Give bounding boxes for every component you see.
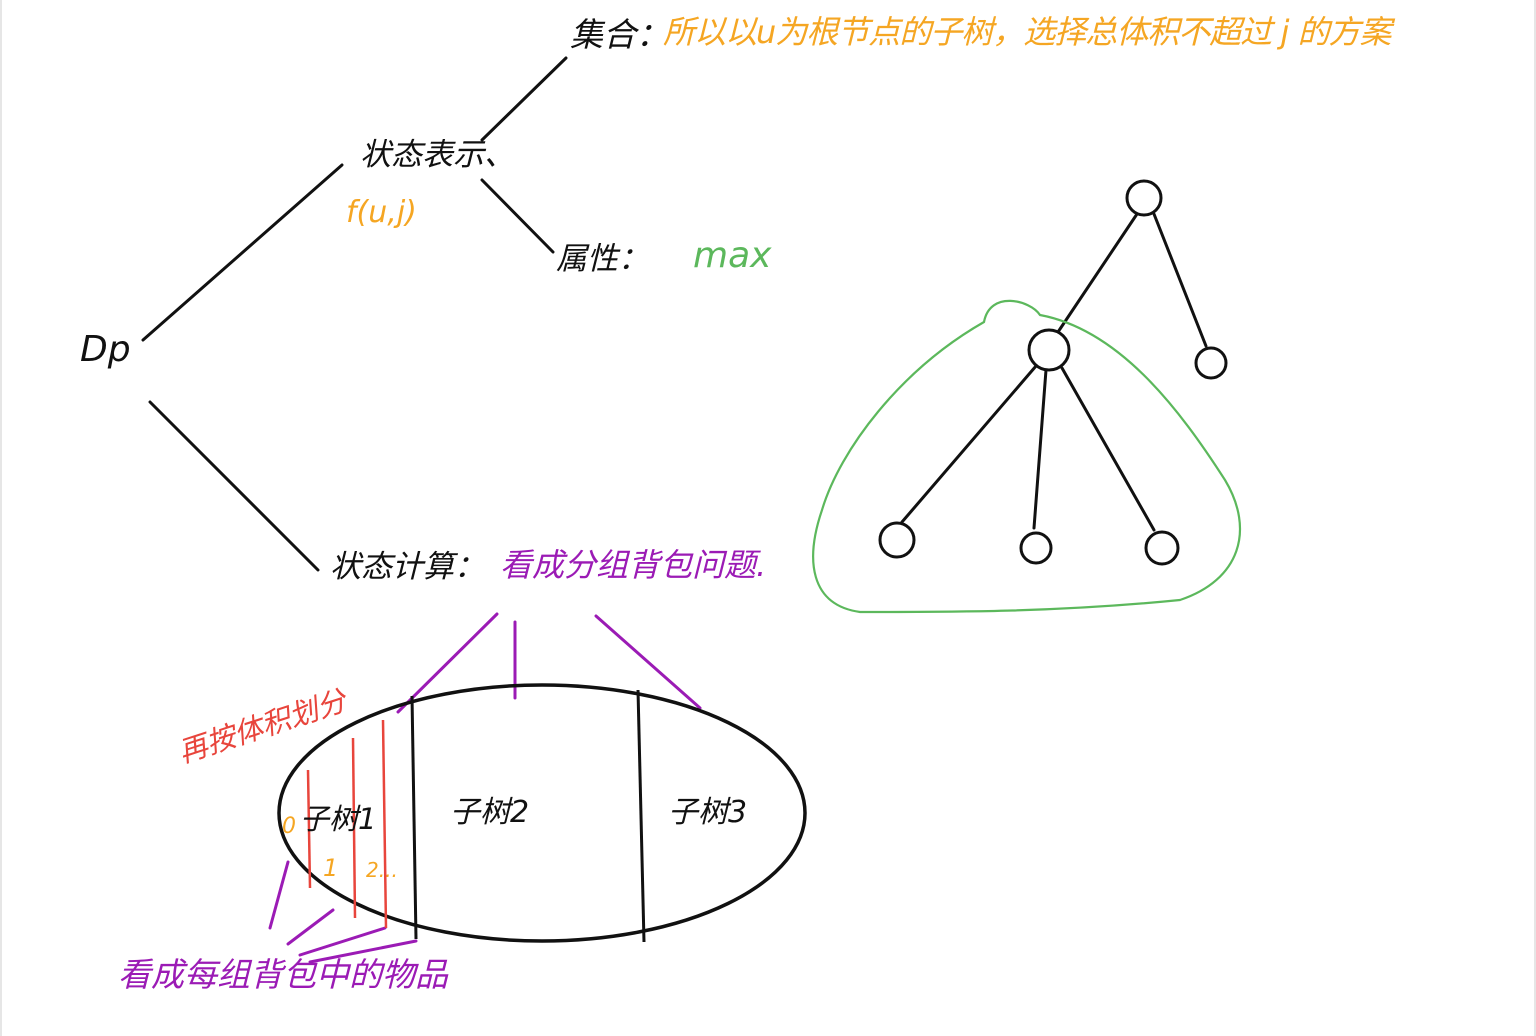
tree-edge-mid-left [900,364,1038,524]
group-ellipse [277,683,807,943]
tree-edge-mid-center [1032,368,1048,530]
state-calc-text: 看成分组背包问题. [500,546,767,584]
tree-edge-root-mid [1056,212,1139,334]
volume-line-2 [351,737,357,919]
subtree-2-label: 子树2 [450,795,530,830]
tree-node-right-leaf [1194,346,1228,380]
volume-mark-1: 1 [323,854,339,882]
volume-line-3 [381,719,388,929]
tree-node-leaf-1 [878,521,916,559]
tree-edge-root-right [1152,212,1208,348]
branch-repr-set [480,56,568,142]
root-label: Dp [80,329,131,370]
tree-node-subroot [1027,328,1071,372]
subtree-1-label: 子树1 [300,802,377,836]
right-edge [1534,0,1536,1036]
bottom-note: 看成每组背包中的物品 [118,955,448,994]
subtree-3-label: 子树3 [668,795,748,830]
branch-dp-state-calc [148,400,320,572]
branch-dp-state-repr [141,163,344,342]
tree-node-root [1125,179,1163,217]
connector-subtree1 [396,612,499,714]
connector-subtree3 [594,614,702,710]
state-repr-label: 状态表示、 [360,137,515,173]
tree-node-leaf-2 [1019,531,1053,565]
divider-1 [410,695,418,940]
branch-repr-attr [480,178,555,254]
tree-edge-mid-right [1060,366,1156,532]
attr-value: max [693,235,772,276]
tree-node-leaf-3 [1144,530,1180,566]
volume-line-1 [306,769,312,889]
set-label: 集合： [570,15,669,54]
connector-item-2 [298,926,387,957]
volume-mark-2: 2... [366,858,398,882]
subtree-outline [812,299,1242,614]
connector-item-0 [268,860,290,930]
divider-2 [636,689,646,943]
left-edge [0,0,2,1036]
connector-item-1 [286,908,335,946]
attr-label: 属性： [556,241,649,277]
set-description: 所以以u为根节点的子树，选择总体积不超过 j 的方案 [663,13,1392,51]
state-symbol: f(u,j) [346,195,417,230]
volume-start: 0 [282,814,296,839]
connector-item-3 [308,939,418,964]
state-calc-label: 状态计算： [330,549,485,585]
